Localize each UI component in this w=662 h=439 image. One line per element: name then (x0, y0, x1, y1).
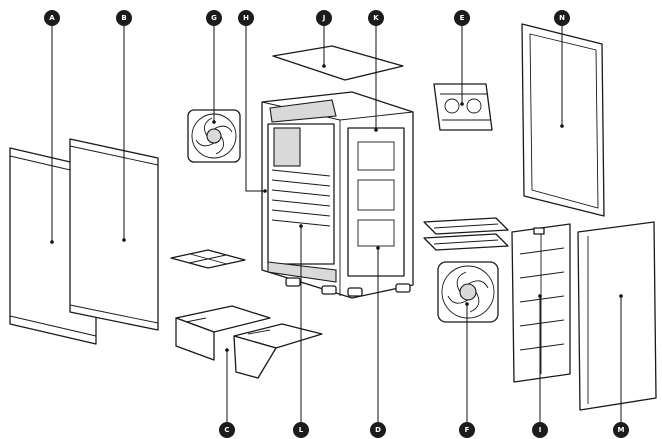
callout-l: L (293, 422, 309, 438)
callout-g: G (206, 10, 222, 26)
callout-e-label: E (460, 14, 465, 22)
callout-k: K (368, 10, 384, 26)
callout-f-label: F (465, 426, 470, 434)
callout-a: A (44, 10, 60, 26)
callout-g-label: G (211, 14, 217, 22)
callout-i: I (532, 422, 548, 438)
main-chassis (261, 91, 414, 299)
leader-lines (50, 18, 623, 430)
callout-j-label: J (322, 14, 326, 22)
callout-d: D (370, 422, 386, 438)
front-fan (437, 261, 499, 323)
callout-h-label: H (243, 14, 249, 22)
callout-b-label: B (121, 14, 126, 22)
callout-l-label: L (299, 426, 304, 434)
top-panel (272, 45, 404, 81)
callout-b: B (116, 10, 132, 26)
callout-f: F (459, 422, 475, 438)
callout-m: M (613, 422, 629, 438)
callout-j: J (316, 10, 332, 26)
callout-a-label: A (49, 14, 55, 22)
callout-k-label: K (373, 14, 379, 22)
callout-e: E (454, 10, 470, 26)
psu-shroud (175, 305, 323, 379)
inner-side-panel (69, 138, 159, 331)
callout-c: C (219, 422, 235, 438)
drive-trays (423, 217, 509, 251)
callout-n-label: N (559, 14, 565, 22)
callout-i-label: I (539, 426, 542, 434)
callout-d-label: D (375, 426, 381, 434)
callout-m-label: M (618, 426, 625, 434)
callout-c-label: C (224, 426, 229, 434)
callout-h: H (238, 10, 254, 26)
front-cover-panel (577, 221, 657, 411)
psu-dust-filter (170, 249, 246, 269)
front-dust-filter (511, 223, 571, 383)
front-glass-panel (521, 23, 605, 217)
callout-n: N (554, 10, 570, 26)
ssd-bracket (433, 83, 493, 131)
